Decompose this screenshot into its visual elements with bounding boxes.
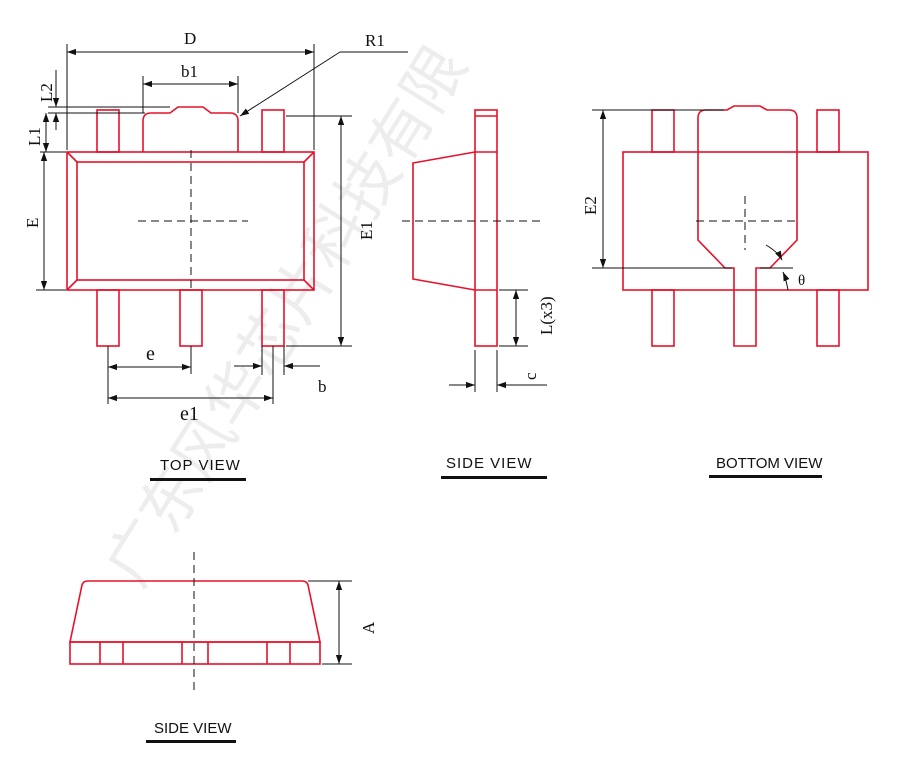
dim-b1: b1 xyxy=(181,62,198,81)
dim-A: A xyxy=(359,621,378,634)
side-body xyxy=(412,151,476,291)
bottom-lead-1 xyxy=(96,289,120,347)
dim-L: L(x3) xyxy=(537,296,556,335)
side-lead-plate xyxy=(474,109,498,347)
bottom-lead-r xyxy=(816,289,840,347)
front-body xyxy=(69,580,321,643)
bottom-lead-l xyxy=(651,289,675,347)
top-tab xyxy=(142,106,239,152)
bottom-view: E2 θ BOTTOM VIEW xyxy=(581,105,869,478)
bottom-heat-tab xyxy=(697,105,798,347)
bottom-body xyxy=(622,151,869,291)
dim-e: e xyxy=(146,343,155,365)
dim-R1: R1 xyxy=(365,31,385,50)
side-view-right: L(x3) c SIDE VIEW xyxy=(402,109,556,479)
top-view: D b1 R1 L2 L1 E E1 e xyxy=(23,29,408,481)
watermark-text: 广东风华芯片科技有限 xyxy=(91,33,481,597)
bottom-top-lead-left xyxy=(651,109,675,153)
dim-E1: E1 xyxy=(357,221,376,240)
dim-E: E xyxy=(23,218,42,228)
side-view-title-front: SIDE VIEW xyxy=(154,720,232,737)
dim-c: c xyxy=(521,372,540,380)
front-lead-base xyxy=(69,641,321,665)
dim-E2: E2 xyxy=(581,196,600,215)
dim-L2: L2 xyxy=(37,83,56,102)
dim-b: b xyxy=(318,377,327,396)
bottom-lead-2 xyxy=(179,289,203,347)
dim-L1: L1 xyxy=(25,127,44,146)
side-view-title-right: SIDE VIEW xyxy=(446,455,533,472)
top-view-title: TOP VIEW xyxy=(160,457,241,474)
top-lead-left xyxy=(96,109,120,153)
bottom-top-lead-right xyxy=(816,109,840,153)
top-lead-right xyxy=(261,109,285,153)
dim-theta: θ xyxy=(798,273,805,289)
dim-e1: e1 xyxy=(180,403,199,425)
dim-D: D xyxy=(184,29,196,48)
side-view-front: A SIDE VIEW xyxy=(69,552,378,743)
bottom-view-title: BOTTOM VIEW xyxy=(716,455,823,472)
